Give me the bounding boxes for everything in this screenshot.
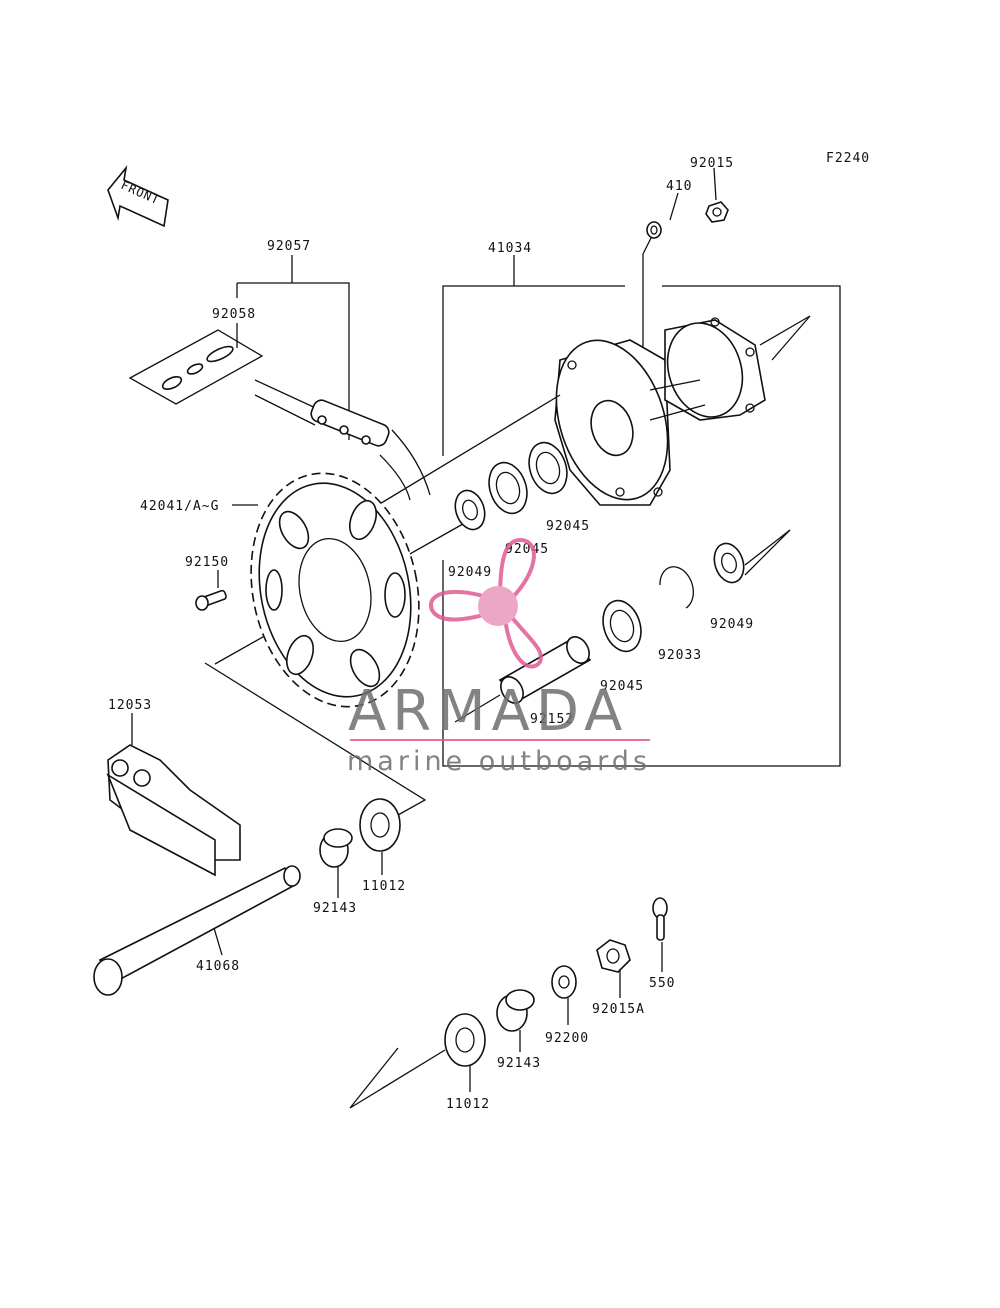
label-92033: 92033	[658, 648, 702, 663]
seal-92049-left	[454, 489, 486, 531]
label-92143-lower: 92143	[497, 1056, 541, 1071]
label-42041: 42041/A~G	[140, 499, 219, 514]
spacer-92152	[454, 636, 592, 723]
cap-11012-lower	[349, 1013, 486, 1109]
axle-41068-part	[93, 865, 301, 996]
label-11012-upper: 11012	[362, 879, 406, 894]
label-92143-upper: 92143	[313, 901, 357, 916]
chain-part	[254, 379, 431, 501]
watermark-brand: ARMADA	[348, 679, 628, 744]
bolt-92150-part	[195, 570, 227, 611]
label-12053: 12053	[108, 698, 152, 713]
collar-92143-upper	[319, 828, 353, 898]
cotter-pin-550-part	[652, 897, 668, 972]
cap-11012-upper	[359, 798, 401, 875]
propeller-logo-icon	[429, 537, 543, 669]
collar-92143-lower	[496, 989, 535, 1052]
washer-92200-part	[551, 965, 577, 1025]
label-92045-middle: 92045	[505, 542, 549, 557]
label-41068: 41068	[196, 959, 240, 974]
castle-nut-92015A-part	[596, 939, 631, 998]
label-92015A: 92015A	[592, 1002, 645, 1017]
sprocket-part	[250, 472, 420, 708]
label-92200: 92200	[545, 1031, 589, 1046]
label-550: 550	[649, 976, 675, 991]
label-92150: 92150	[185, 555, 229, 570]
axis-line-upper	[377, 394, 561, 506]
seal-92049-right	[713, 529, 791, 584]
master-link-part	[128, 329, 264, 405]
hub-assembly-bracket	[442, 255, 841, 767]
plane-lines	[204, 662, 427, 816]
chain-guide-12053-part	[106, 713, 241, 877]
label-92058: 92058	[212, 307, 256, 322]
label-92049-left: 92049	[448, 565, 492, 580]
front-arrow-icon: FRONT	[107, 165, 169, 228]
label-41034: 41034	[488, 241, 532, 256]
label-92045-upper: 92045	[546, 519, 590, 534]
chain-bracket	[236, 255, 350, 440]
label-92152: 92152	[530, 712, 574, 727]
washer-410-part	[646, 221, 662, 239]
watermark-tagline: marine outboards	[347, 746, 651, 777]
bearing-92045-upper	[528, 441, 568, 495]
bearing-92045-middle	[488, 461, 528, 515]
wheel-hub-part	[554, 315, 811, 506]
label-92045-lower: 92045	[600, 679, 644, 694]
leader-410	[642, 235, 653, 255]
label-410: 410	[666, 179, 692, 194]
armada-watermark: ARMADA marine outboards	[347, 537, 651, 777]
label-92049-right: 92049	[710, 617, 754, 632]
circlip-92033	[659, 566, 694, 609]
nut-92015-part	[705, 201, 729, 223]
label-92015: 92015	[690, 156, 734, 171]
figure-code: F2240	[826, 151, 870, 166]
bearing-92045-lower	[602, 599, 642, 653]
label-92057: 92057	[267, 239, 311, 254]
label-11012-lower: 11012	[446, 1097, 490, 1112]
